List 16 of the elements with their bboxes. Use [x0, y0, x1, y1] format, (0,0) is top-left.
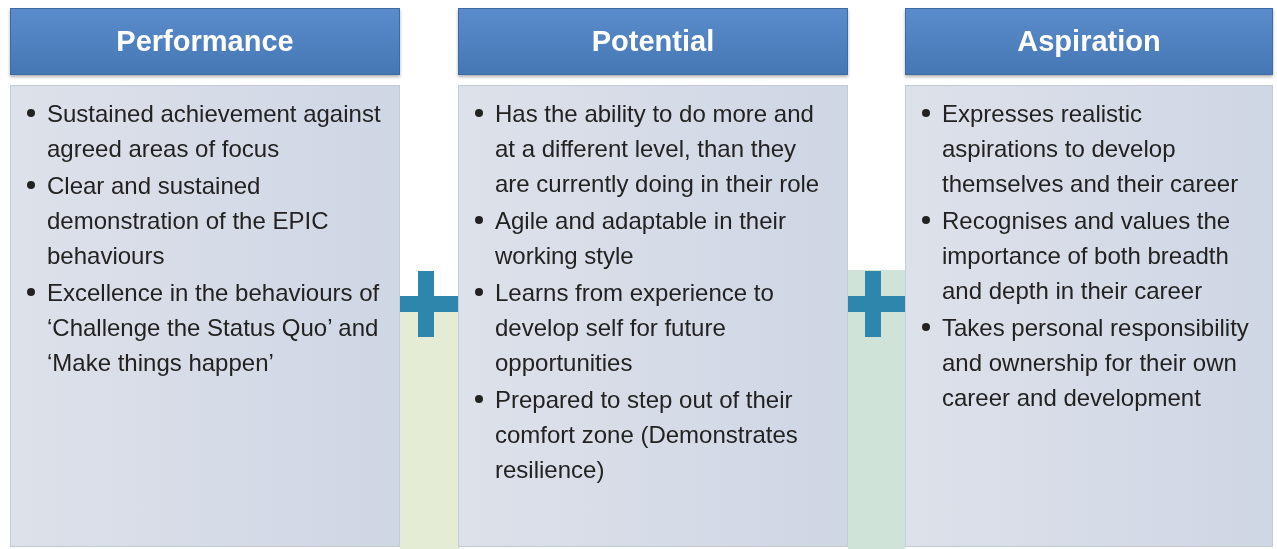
header-box: Aspiration	[905, 8, 1273, 75]
header-box: Potential	[458, 8, 848, 75]
bullet-text: Agile and adaptable in their working style	[495, 206, 787, 271]
bullet-text: Excellence in the behaviours of ‘Challenge the Status Quo’ and ‘Make things happen’	[47, 278, 381, 378]
bullet-text: Has the ability to do more and at a different level, than they are currently doing in their role	[495, 99, 821, 199]
bullet-text: Learns from experience to develop self for future opportunities	[495, 278, 775, 378]
bullet-panel	[905, 85, 1273, 547]
bullet-text: Prepared to step out of their comfort zone (Demonstrates resilience)	[495, 385, 799, 485]
bullet-panel	[10, 85, 400, 547]
header-box: Performance	[10, 8, 400, 75]
bullet-text: Expresses realistic aspirations to develop themselves and their career	[942, 99, 1240, 199]
bullet-text: Recognises and values the importance of both breadth and depth in their career	[942, 206, 1232, 306]
bullet-text: Sustained achievement against agreed areas of focus	[47, 99, 382, 164]
bullet-text: Takes personal responsibility and ownership for their own career and development	[942, 313, 1250, 413]
bullet-text: Clear and sustained demonstration of the EPIC behaviours	[47, 171, 330, 271]
bullet-panel	[458, 85, 848, 547]
